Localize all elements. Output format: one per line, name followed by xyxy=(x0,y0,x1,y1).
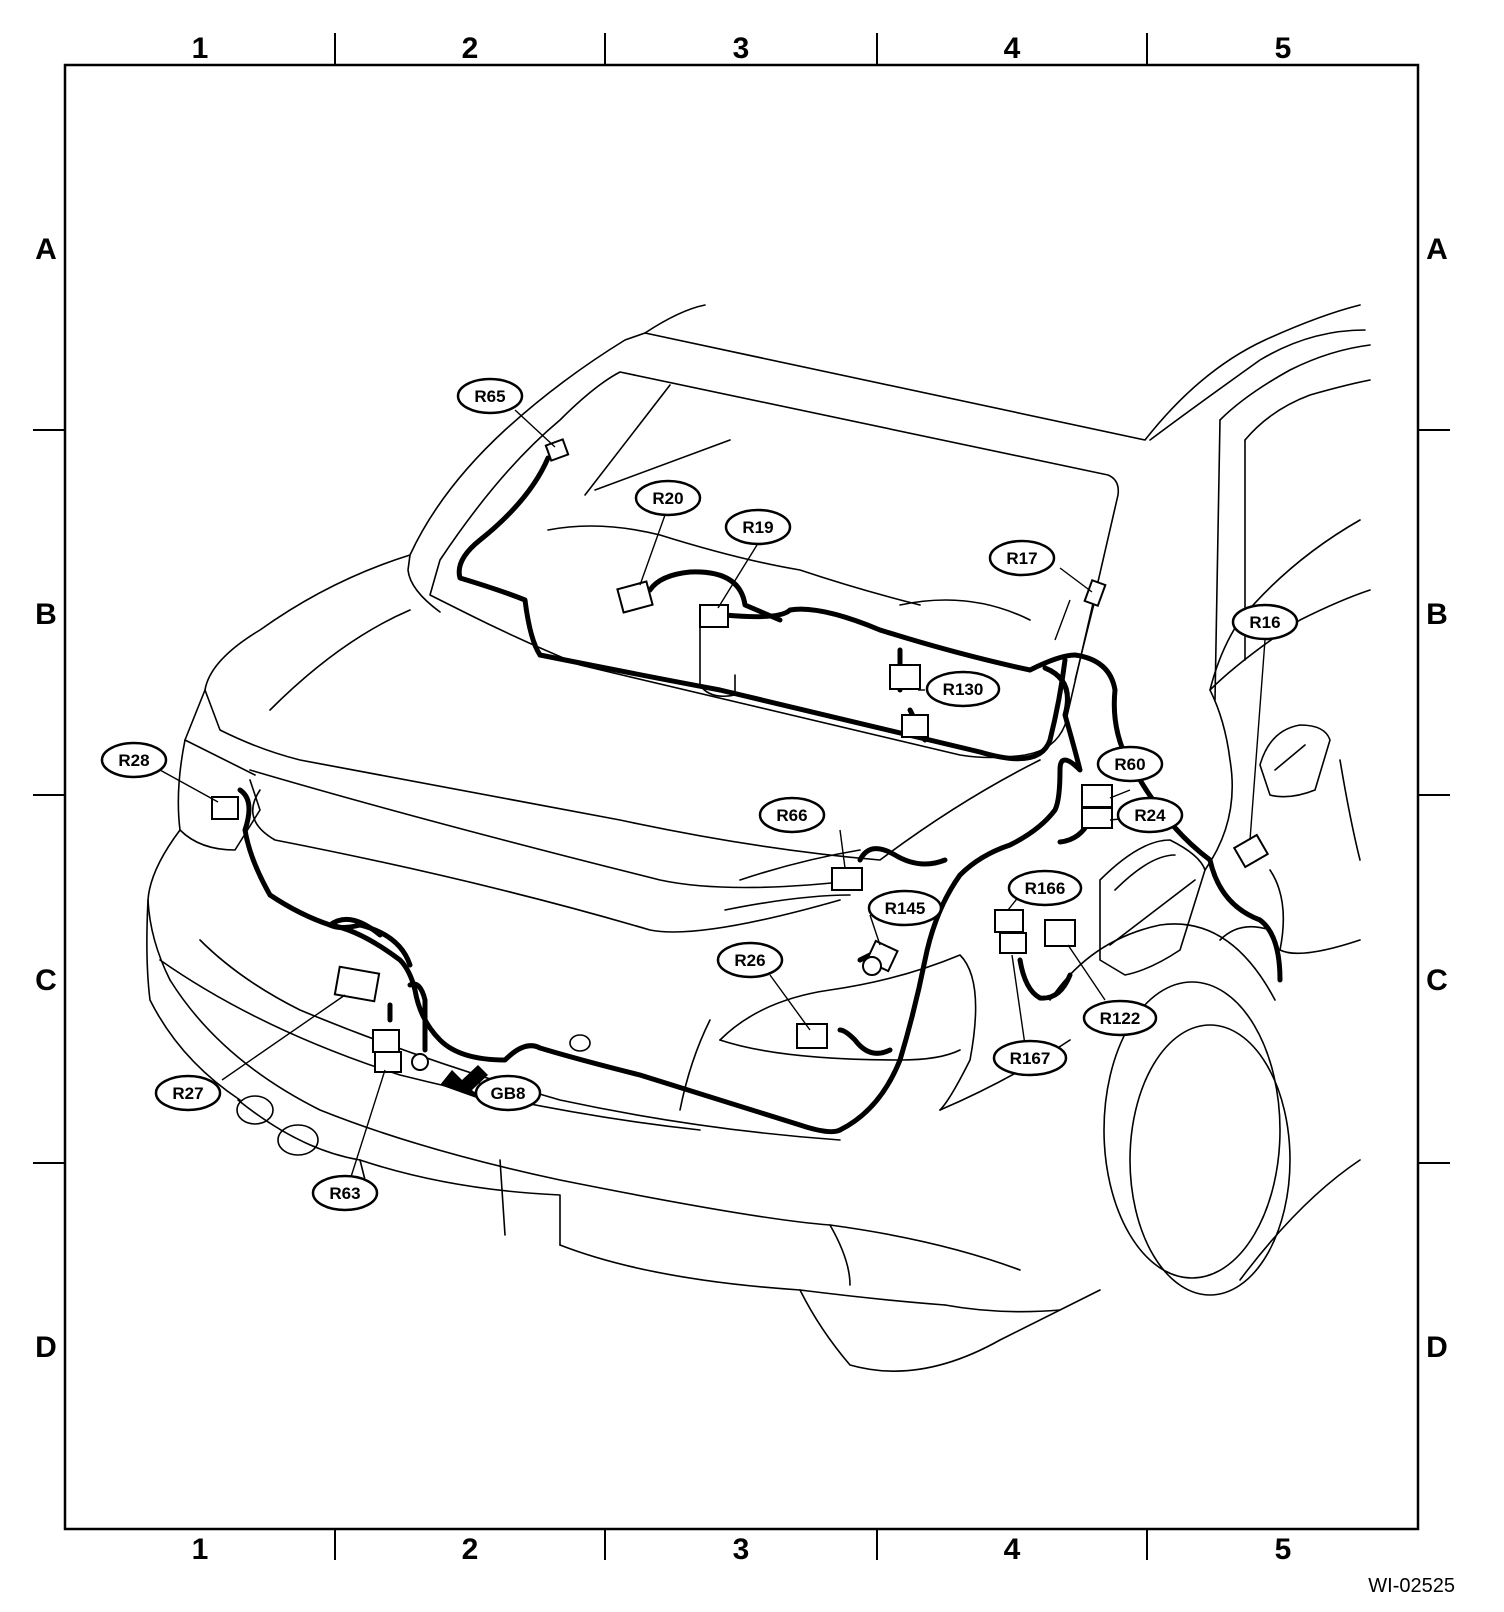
svg-text:R26: R26 xyxy=(734,951,765,970)
car-outline xyxy=(146,304,1371,1372)
callout-r26[interactable]: R26 xyxy=(716,941,784,979)
grid-col-5-top: 5 xyxy=(1275,32,1292,65)
callouts: R65 R20 R19 R17 R16 R130 R28 R60 xyxy=(100,377,1299,1212)
svg-text:R130: R130 xyxy=(943,680,984,699)
svg-text:R17: R17 xyxy=(1006,549,1037,568)
callout-r167[interactable]: R167 xyxy=(992,1039,1068,1077)
svg-text:R60: R60 xyxy=(1114,755,1145,774)
callout-r16[interactable]: R16 xyxy=(1231,603,1299,641)
grid-col-1-top: 1 xyxy=(192,32,209,65)
svg-text:GB8: GB8 xyxy=(491,1084,526,1103)
callout-r145[interactable]: R145 xyxy=(867,889,943,927)
grid-row-b-left: B xyxy=(35,598,57,631)
grid-ticks xyxy=(33,33,1450,1560)
grid-col-4-top: 4 xyxy=(1004,32,1021,65)
ground-arrow xyxy=(440,1065,488,1100)
svg-text:R24: R24 xyxy=(1134,806,1166,825)
svg-text:R27: R27 xyxy=(172,1084,203,1103)
grid-row-a-left: A xyxy=(35,233,57,266)
callout-r19[interactable]: R19 xyxy=(724,508,792,546)
grid-col-1-bottom: 1 xyxy=(192,1533,209,1566)
connector-bodies xyxy=(211,438,1270,1100)
grid-row-d-left: D xyxy=(35,1331,57,1364)
svg-text:R16: R16 xyxy=(1249,613,1280,632)
wiring-harness xyxy=(237,455,1283,1135)
svg-text:R65: R65 xyxy=(474,387,505,406)
callout-r63[interactable]: R63 xyxy=(311,1174,379,1212)
svg-text:R28: R28 xyxy=(118,751,149,770)
grid-row-c-right: C xyxy=(1426,964,1448,997)
callout-r27[interactable]: R27 xyxy=(154,1074,222,1112)
grid-col-5-bottom: 5 xyxy=(1275,1533,1292,1566)
grid-row-b-right: B xyxy=(1426,598,1448,631)
svg-text:R66: R66 xyxy=(776,806,807,825)
grid-col-2-top: 2 xyxy=(462,32,479,65)
callout-r24[interactable]: R24 xyxy=(1116,796,1184,834)
svg-text:R20: R20 xyxy=(652,489,683,508)
diagram-frame xyxy=(63,63,1420,1531)
grid-col-3-top: 3 xyxy=(733,32,750,65)
callout-r65[interactable]: R65 xyxy=(456,377,524,415)
callout-r17[interactable]: R17 xyxy=(988,539,1056,577)
callout-r60[interactable]: R60 xyxy=(1096,745,1164,783)
callout-r20[interactable]: R20 xyxy=(634,479,702,517)
callout-r28[interactable]: R28 xyxy=(100,741,168,779)
grid-row-a-right: A xyxy=(1426,233,1448,266)
grid-col-3-bottom: 3 xyxy=(733,1533,750,1566)
callout-r122[interactable]: R122 xyxy=(1082,999,1158,1037)
grid-row-d-right: D xyxy=(1426,1331,1448,1364)
svg-text:R63: R63 xyxy=(329,1184,360,1203)
callout-r66[interactable]: R66 xyxy=(758,796,826,834)
grid-col-2-bottom: 2 xyxy=(462,1533,479,1566)
callout-gb8[interactable]: GB8 xyxy=(474,1074,542,1112)
callout-r130[interactable]: R130 xyxy=(925,670,1001,708)
svg-text:R145: R145 xyxy=(885,899,926,918)
svg-text:R166: R166 xyxy=(1025,879,1066,898)
svg-text:R19: R19 xyxy=(742,518,773,537)
svg-text:R167: R167 xyxy=(1010,1049,1051,1068)
grid-col-4-bottom: 4 xyxy=(1004,1533,1021,1566)
callout-r166[interactable]: R166 xyxy=(1007,869,1083,907)
svg-text:R122: R122 xyxy=(1100,1009,1141,1028)
grid-row-c-left: C xyxy=(35,964,57,997)
figure-code: WI-02525 xyxy=(1368,1575,1455,1597)
